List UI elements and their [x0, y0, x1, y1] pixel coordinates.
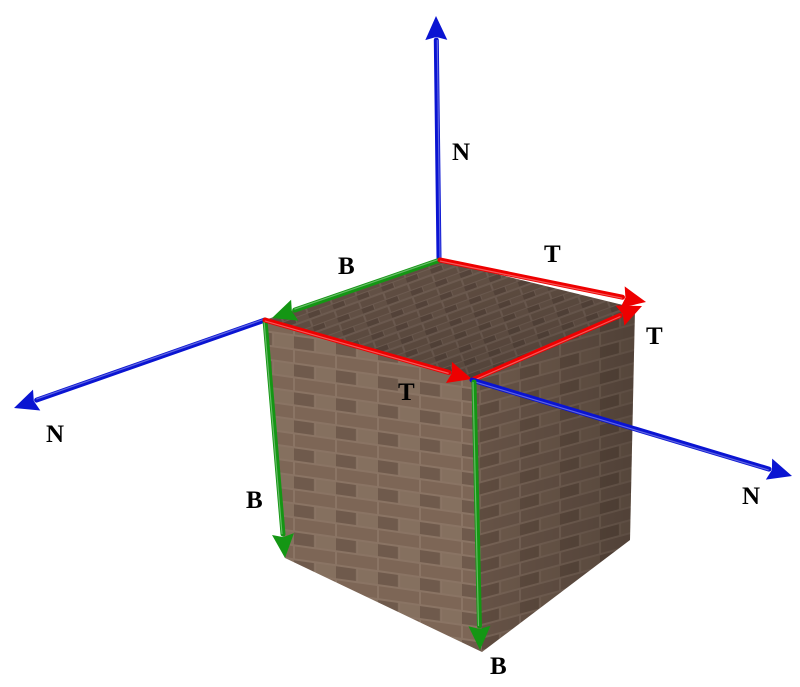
vector-arrows: [14, 16, 792, 650]
right-tangent-arrow-head: [615, 305, 642, 326]
left-normal-arrow-head: [14, 389, 41, 411]
label-left-normal: N: [46, 421, 64, 448]
front-tangent-arrow-head: [445, 361, 472, 384]
left-bitangent-arrow-highlight: [263, 320, 283, 535]
label-top-bitangent: B: [338, 253, 355, 280]
top-normal-arrow: [425, 16, 448, 261]
top-normal-arrow-shaft: [433, 37, 442, 261]
left-bitangent-arrow-head: [272, 533, 294, 558]
top-bitangent-arrow-highlight: [294, 258, 440, 310]
top-tangent-arrow-highlight: [439, 260, 623, 299]
brick-cube: [265, 260, 635, 652]
label-front-tangent: T: [398, 379, 415, 406]
right-tangent-arrow: [469, 305, 642, 383]
label-top-tangent: T: [544, 241, 561, 268]
front-bitangent-arrow-shaft: [471, 379, 482, 629]
label-right-tangent: T: [646, 323, 663, 350]
top-tangent-arrow-shaft: [437, 257, 625, 300]
front-tangent-arrow-highlight: [264, 320, 449, 374]
front-bitangent-arrow-head: [468, 625, 491, 650]
left-normal-arrow-highlight: [36, 318, 265, 400]
top-bitangent-arrow-head: [272, 299, 299, 321]
left-normal-arrow-shaft: [34, 317, 268, 403]
right-tangent-arrow-highlight: [472, 315, 621, 382]
front-tangent-arrow-shaft: [262, 317, 452, 375]
left-normal-arrow: [14, 317, 268, 411]
right-normal-arrow-head: [765, 458, 792, 480]
top-tangent-arrow: [437, 257, 646, 308]
cube-left-face: [265, 320, 482, 652]
top-bitangent-arrow-shaft: [292, 257, 443, 313]
left-bitangent-arrow-shaft: [262, 317, 286, 537]
label-front-bitangent: B: [490, 653, 507, 680]
front-bitangent-arrow: [468, 379, 491, 650]
top-normal-arrow-head: [425, 16, 448, 41]
right-normal-arrow: [469, 377, 792, 480]
left-bitangent-arrow: [262, 317, 294, 558]
right-tangent-arrow-shaft: [469, 313, 623, 383]
front-tangent-arrow: [262, 317, 472, 384]
right-normal-arrow-highlight: [471, 380, 769, 471]
top-tangent-arrow-head: [620, 286, 646, 308]
front-bitangent-arrow-highlight: [472, 382, 480, 627]
vector-labels: N B T T T N N B B: [46, 139, 760, 680]
label-right-normal: N: [742, 483, 760, 510]
top-bitangent-arrow: [272, 257, 443, 321]
label-left-bitangent: B: [246, 487, 263, 514]
label-top-normal: N: [452, 139, 470, 166]
right-normal-arrow-shaft: [469, 377, 772, 472]
top-normal-arrow-highlight: [436, 39, 441, 258]
